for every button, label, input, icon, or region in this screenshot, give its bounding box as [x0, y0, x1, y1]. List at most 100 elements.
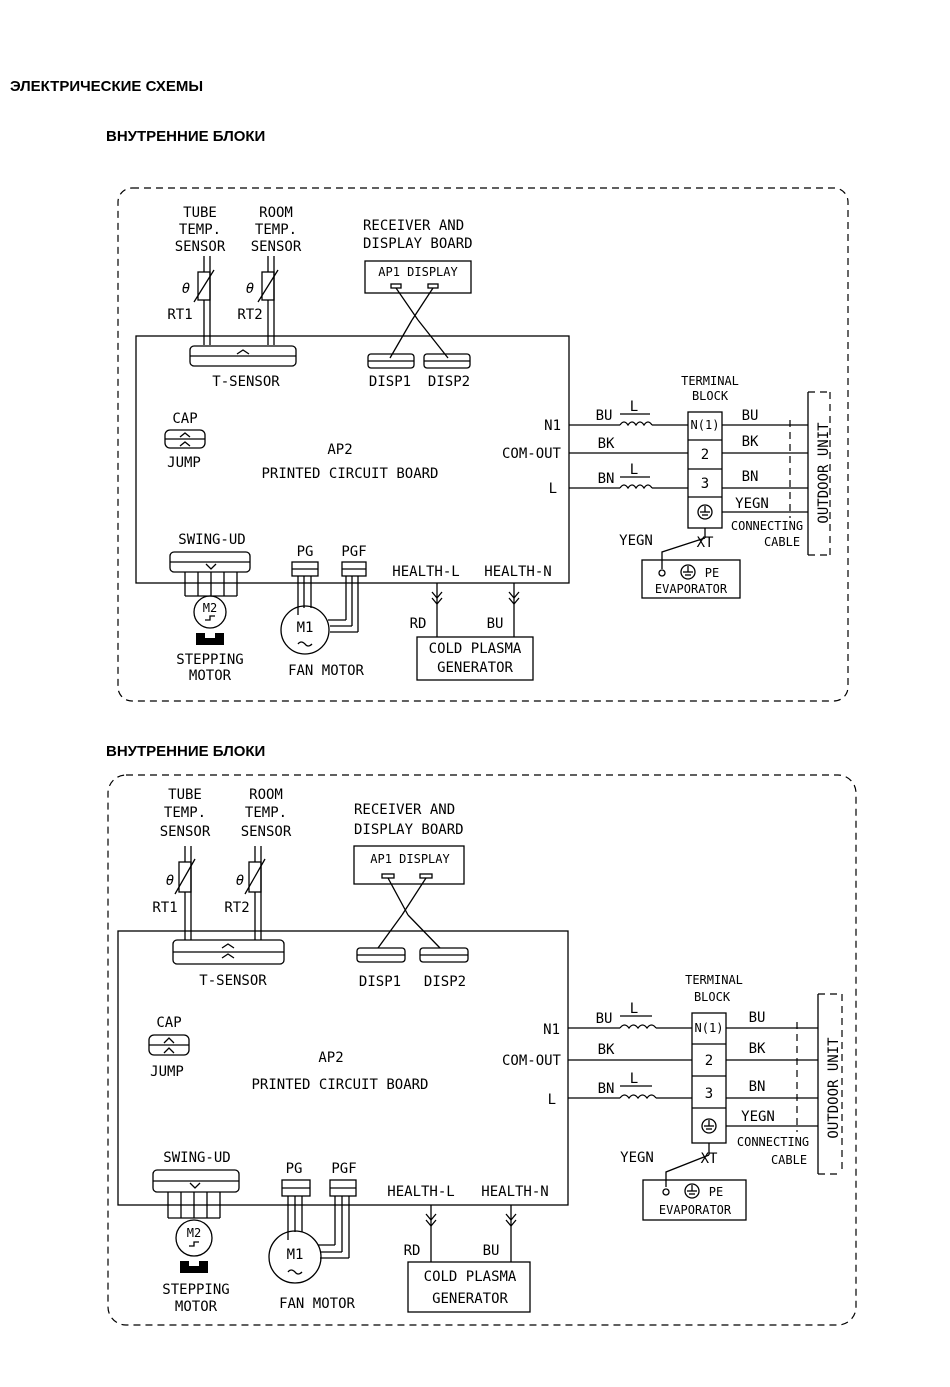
evaporator-ground: YEGN PE EVAPORATOR: [620, 1143, 747, 1221]
svg-text:CABLE: CABLE: [764, 535, 800, 549]
svg-text:XT: XT: [701, 1151, 718, 1167]
ap1-display-box: [353, 845, 465, 885]
svg-text:RD: RD: [410, 616, 427, 632]
receiver-label: RECEIVER AND: [363, 218, 464, 234]
svg-text:SENSOR: SENSOR: [175, 239, 226, 255]
cap-jump-connector: CAP JUMP: [164, 411, 206, 471]
svg-text:L: L: [630, 1001, 638, 1017]
svg-text:PG: PG: [286, 1161, 303, 1177]
svg-text:CONNECTING: CONNECTING: [737, 1135, 809, 1149]
ap1-display-box: [364, 260, 472, 294]
terminal-block-xt: TERMINAL BLOCK N(1) 2 3 XT: [681, 374, 739, 551]
svg-text:BU: BU: [483, 1243, 500, 1259]
svg-text:GENERATOR: GENERATOR: [437, 660, 513, 676]
svg-text:AP1 DISPLAY: AP1 DISPLAY: [370, 852, 450, 866]
indoor-unit-frame: [107, 774, 857, 1326]
ap2-label: AP2: [318, 1050, 343, 1066]
rt1-label: RT1: [152, 900, 177, 916]
svg-text:M2: M2: [203, 601, 217, 615]
svg-text:JUMP: JUMP: [150, 1064, 184, 1080]
svg-text:HEALTH-L: HEALTH-L: [392, 564, 459, 580]
svg-text:TERMINAL: TERMINAL: [685, 973, 743, 987]
svg-text:2: 2: [701, 447, 709, 463]
svg-text:ROOM: ROOM: [259, 205, 293, 221]
wire-com-out: BK: [569, 436, 688, 454]
stepping-motor-m2: M2 STEPPING MOTOR: [176, 595, 244, 684]
svg-text:CONNECTING: CONNECTING: [731, 519, 803, 533]
evaporator-ground: YEGN PE EVAPORATOR: [619, 528, 741, 599]
ap2-label: AP2: [327, 442, 352, 458]
terminal-block-xt: TERMINAL BLOCK N(1) 2 3 XT: [685, 973, 743, 1167]
svg-text:L: L: [630, 399, 638, 415]
svg-text:BK: BK: [598, 436, 615, 452]
stepping-motor-m2: M2 STEPPING MOTOR: [162, 1219, 230, 1315]
svg-text:CAP: CAP: [156, 1015, 181, 1031]
svg-text:RD: RD: [404, 1243, 421, 1259]
swing-ud-connector: SWING-UD: [152, 1150, 240, 1219]
svg-text:STEPPING: STEPPING: [162, 1282, 229, 1298]
receiver-label: RECEIVER AND: [354, 802, 455, 818]
svg-text:STEPPING: STEPPING: [176, 652, 243, 668]
svg-text:SENSOR: SENSOR: [241, 824, 292, 840]
outdoor-unit: OUTDOOR UNIT: [817, 993, 843, 1175]
t-sensor-connector: T-SENSOR: [172, 939, 285, 989]
pcb-label: PRINTED CIRCUIT BOARD: [261, 466, 438, 482]
thermistor-rt1: θ RT1: [152, 846, 196, 940]
outdoor-wires: BU BK BN YEGN CONNECTING CABLE: [722, 408, 808, 549]
svg-text:HEALTH-L: HEALTH-L: [387, 1184, 454, 1200]
svg-text:SWING-UD: SWING-UD: [178, 532, 245, 548]
svg-text:PGF: PGF: [341, 544, 366, 560]
pin-l: L: [548, 1092, 556, 1108]
svg-text:BU: BU: [487, 616, 504, 632]
room-temp-sensor: ROOM TEMP. SENSOR: [251, 205, 302, 255]
svg-text:JUMP: JUMP: [167, 455, 201, 471]
outdoor-wires: BU BK BN YEGN CONNECTING CABLE: [726, 1010, 818, 1167]
svg-text:SWING-UD: SWING-UD: [163, 1150, 230, 1166]
svg-text:MOTOR: MOTOR: [189, 668, 232, 684]
svg-text:BU: BU: [749, 1010, 766, 1026]
section-title-1: ВНУТРЕННИЕ БЛОКИ: [106, 128, 266, 145]
svg-text:TEMP.: TEMP.: [164, 805, 206, 821]
svg-text:DISP2: DISP2: [424, 974, 466, 990]
svg-text:θ: θ: [246, 281, 254, 297]
svg-text:M1: M1: [287, 1247, 304, 1263]
pcb-ap2: [117, 930, 569, 1206]
wire-com-out: BK: [568, 1042, 692, 1061]
thermistor-rt2: θ RT2: [224, 846, 266, 940]
svg-text:BN: BN: [598, 1081, 615, 1097]
svg-text:BLOCK: BLOCK: [694, 990, 731, 1004]
tube-temp-sensor: TUBE TEMP. SENSOR: [160, 787, 211, 840]
rt2-label: RT2: [224, 900, 249, 916]
svg-text:BU: BU: [742, 408, 759, 424]
svg-text:TERMINAL: TERMINAL: [681, 374, 739, 388]
svg-text:BU: BU: [596, 408, 613, 424]
thermistor-rt2: θ RT2: [237, 256, 279, 345]
svg-text:θ: θ: [166, 873, 174, 889]
svg-text:YEGN: YEGN: [619, 533, 653, 549]
svg-text:BN: BN: [742, 469, 759, 485]
svg-text:HEALTH-N: HEALTH-N: [481, 1184, 548, 1200]
svg-text:BN: BN: [598, 471, 615, 487]
pin-n1: N1: [544, 418, 561, 434]
section-title-2: ВНУТРЕННИЕ БЛОКИ: [106, 743, 266, 760]
fan-motor-m1: PG PGF M1 FAN MOTOR: [268, 1161, 357, 1312]
pin-com-out: COM-OUT: [502, 1053, 562, 1069]
svg-text:T-SENSOR: T-SENSOR: [199, 973, 267, 989]
svg-text:PE: PE: [705, 566, 719, 580]
svg-text:SENSOR: SENSOR: [160, 824, 211, 840]
health-connectors: HEALTH-L HEALTH-N RD BU: [387, 1184, 549, 1262]
rt1-label: RT1: [167, 307, 192, 323]
svg-text:M2: M2: [187, 1226, 201, 1240]
svg-text:ROOM: ROOM: [249, 787, 283, 803]
svg-text:DISP1: DISP1: [359, 974, 401, 990]
svg-text:BN: BN: [749, 1079, 766, 1095]
wire-n1: BU L: [569, 399, 688, 427]
cap-jump-connector: CAP JUMP: [148, 1015, 190, 1080]
wire-l: BN L: [569, 462, 688, 490]
pcb-label: PRINTED CIRCUIT BOARD: [251, 1077, 428, 1093]
svg-text:CAP: CAP: [172, 411, 197, 427]
room-temp-sensor: ROOM TEMP. SENSOR: [241, 787, 292, 840]
svg-text:OUTDOOR UNIT: OUTDOOR UNIT: [826, 1037, 842, 1139]
svg-text:BK: BK: [749, 1041, 766, 1057]
svg-text:TEMP.: TEMP.: [255, 222, 297, 238]
